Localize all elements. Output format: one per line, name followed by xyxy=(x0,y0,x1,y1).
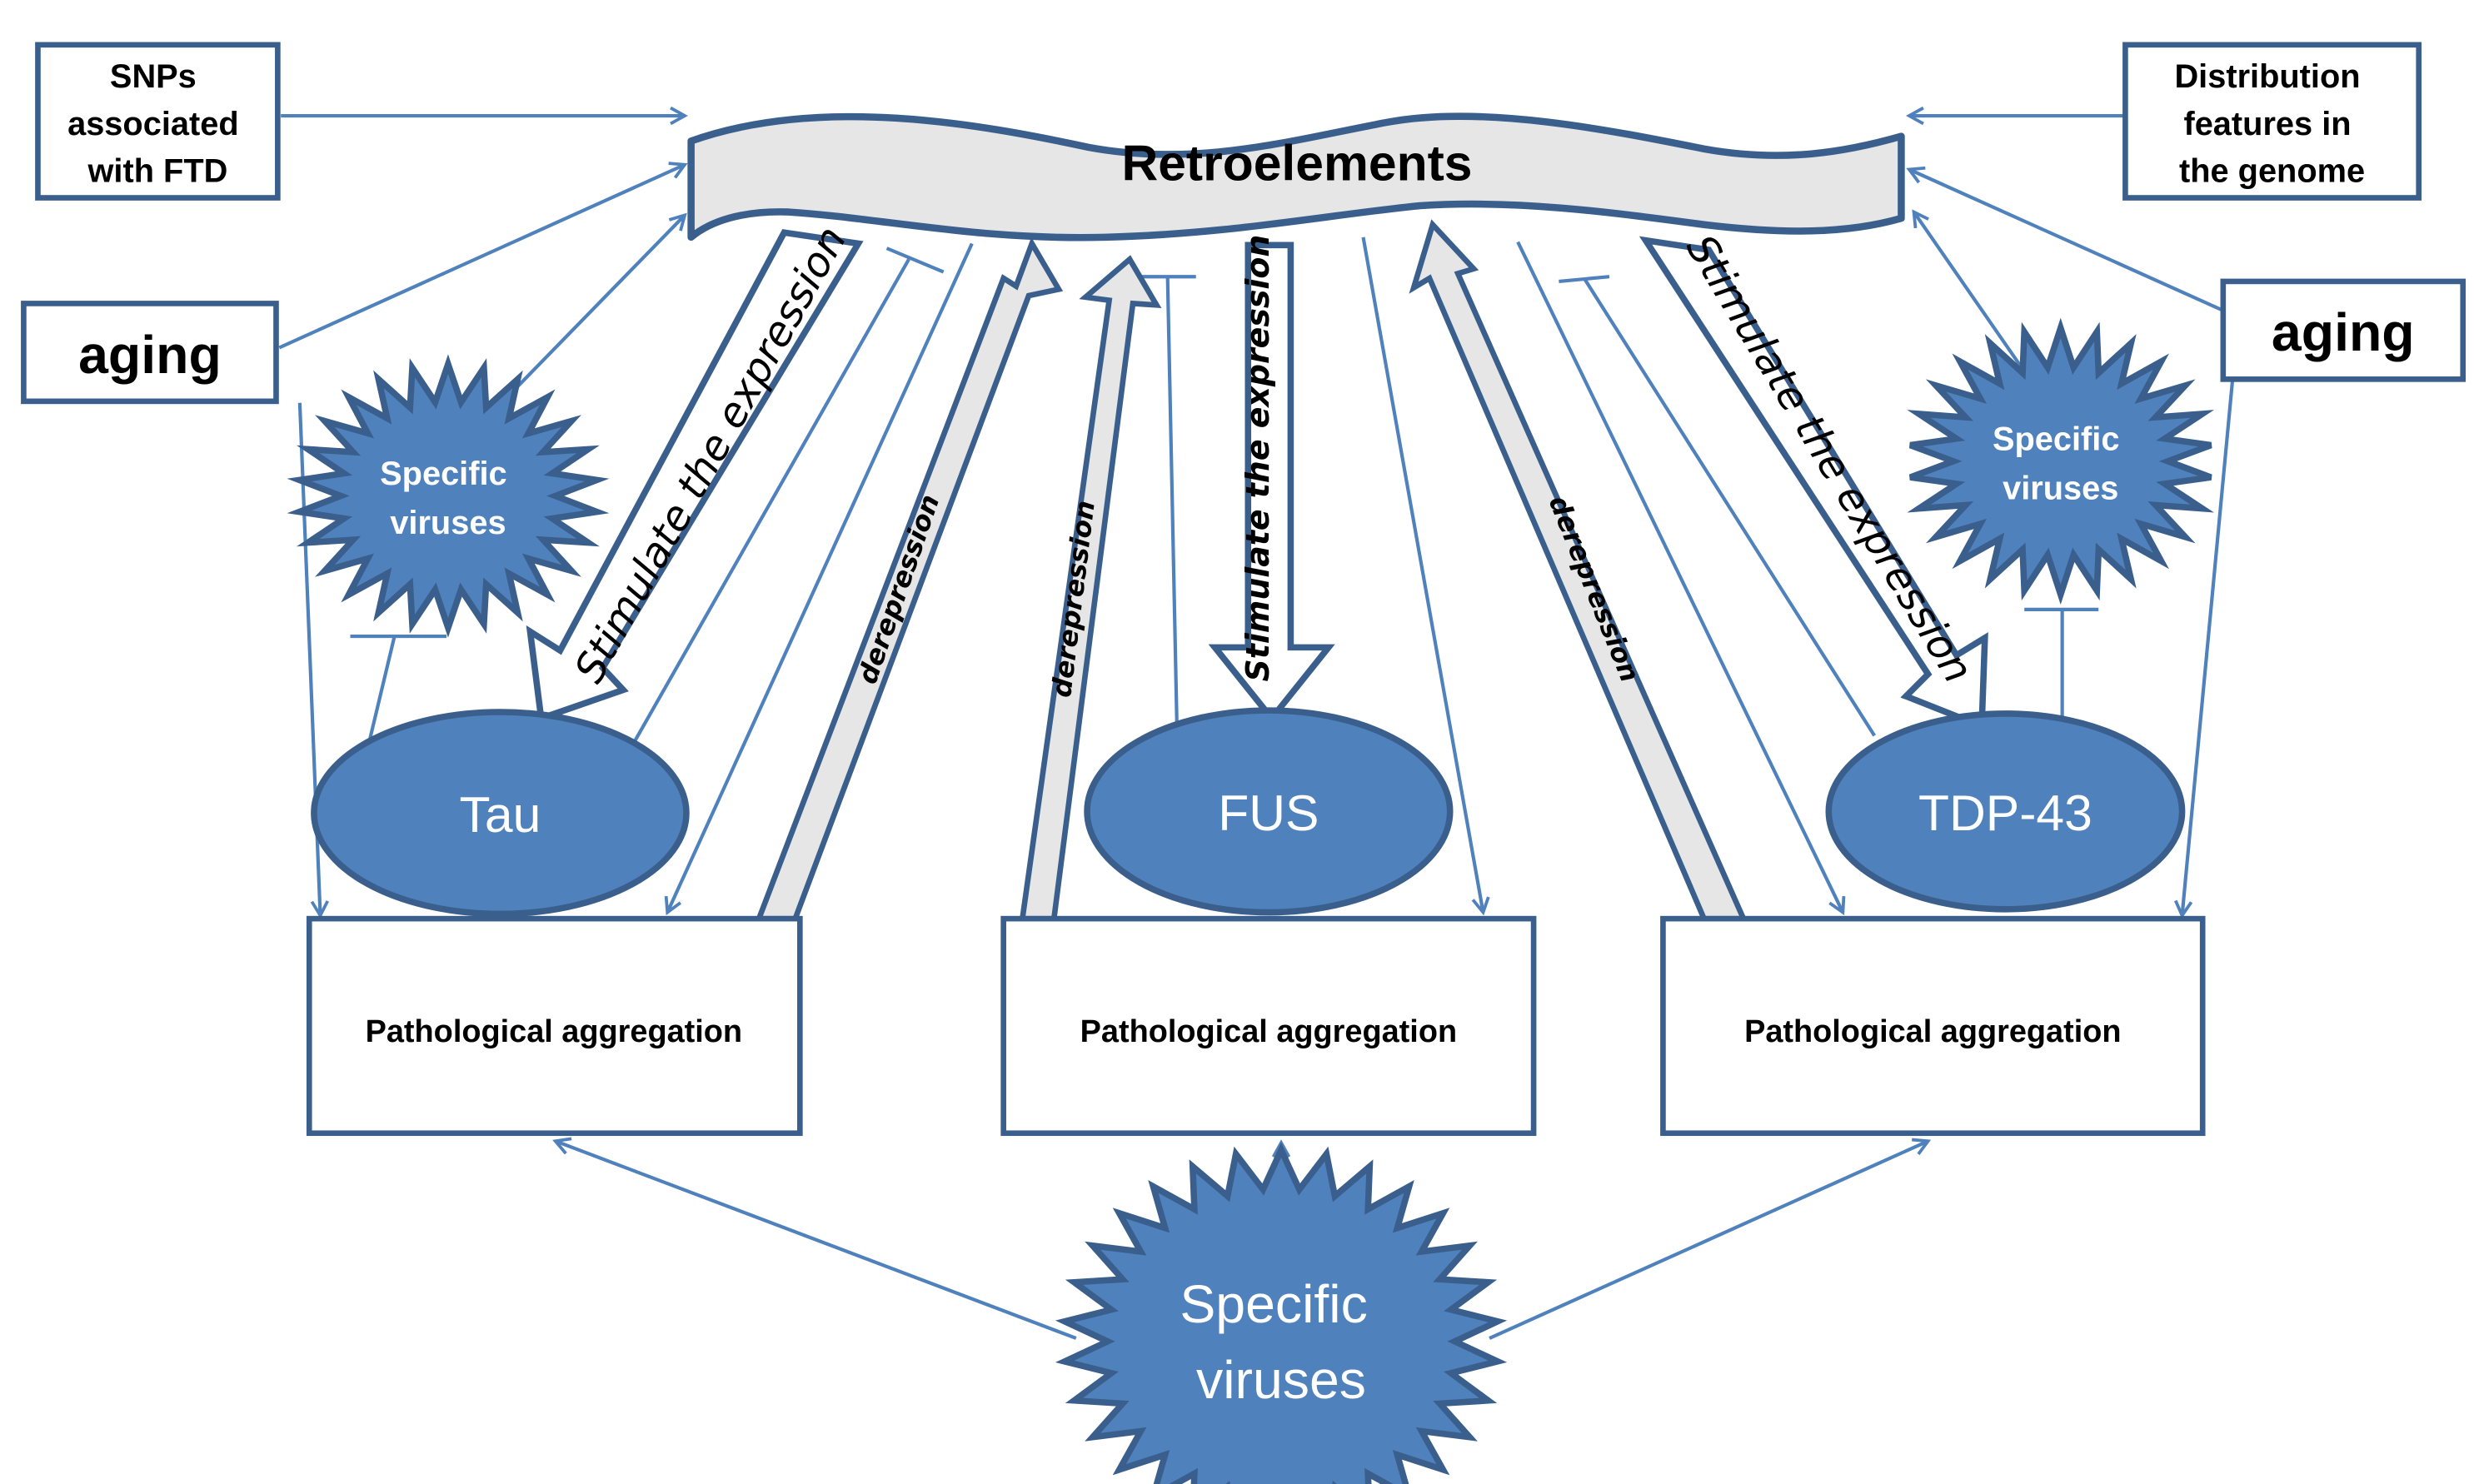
protein-label-fus: FUS xyxy=(1218,784,1319,841)
snps-line-2: associated xyxy=(67,106,239,142)
aggregation-label-tdp43: Pathological aggregation xyxy=(1744,1014,2121,1049)
stimulate-label-tdp: Stimulate the expression xyxy=(1677,227,1983,691)
arrow-aging-left-to-retroelements xyxy=(278,165,685,350)
aging-box-right: aging xyxy=(2220,278,2467,382)
distribution-line-1: Distribution xyxy=(2174,58,2360,95)
virus-right-line-1: Specific xyxy=(1993,421,2120,458)
virus-left-line-2: viruses xyxy=(390,505,506,541)
arrow-aging-right-to-tdp-aggregation xyxy=(2182,379,2235,915)
aggregation-label-fus: Pathological aggregation xyxy=(1080,1014,1457,1049)
retroelements-banner: Retroelements xyxy=(687,112,1905,242)
protein-node-tdp43: TDP-43 xyxy=(1825,710,2186,913)
protein-node-tau: Tau xyxy=(311,709,690,918)
protein-node-fus: FUS xyxy=(1084,707,1454,916)
distribution-line-3: the genome xyxy=(2179,153,2365,190)
retroelements-title: Retroelements xyxy=(1121,135,1472,192)
distribution-line-2: features in xyxy=(2183,106,2351,142)
inhibit-tdp-retroelements xyxy=(1559,275,1876,737)
inhibition-lines xyxy=(350,247,2099,744)
distribution-box: Distribution features in the genome xyxy=(2122,42,2422,201)
inhibit-tau-retroelements xyxy=(632,247,945,744)
svg-text:Specific viruses: Specific viruses xyxy=(1180,1274,1382,1410)
virus-bottom-line-1: Specific xyxy=(1180,1274,1367,1334)
aggregation-box-tdp43: Pathological aggregation xyxy=(1660,915,2206,1137)
snps-line-1: SNPs xyxy=(110,58,197,95)
arrow-bottom-virus-to-tdp-aggregation xyxy=(1489,1141,1928,1340)
aging-left-label: aging xyxy=(78,325,222,385)
derepression-arrow-tau: derepression xyxy=(755,237,1064,922)
protein-label-tdp43: TDP-43 xyxy=(1918,784,2092,841)
virus-bottom-line-2: viruses xyxy=(1196,1350,1366,1410)
svg-text:Specific viruses: Specific viruses xyxy=(1993,421,2129,507)
arrow-bottom-virus-to-tau-aggregation xyxy=(556,1141,1077,1340)
inhibit-tdp-virus-right xyxy=(2024,607,2099,730)
svg-text:SNPs associated wi: SNPs associated with FTD xyxy=(67,58,248,190)
arrow-retro-to-tau-aggregation xyxy=(667,242,974,912)
derepression-arrow-tdp: derepression xyxy=(1409,219,1748,922)
snps-box: SNPs associated with FTD xyxy=(35,42,281,201)
arrow-retro-to-tdp-aggregation xyxy=(1516,241,1843,913)
snps-line-3: with FTD xyxy=(87,153,227,190)
inhibit-tau-virus-left xyxy=(350,635,447,743)
svg-text:Specific viruses: Specific viruses xyxy=(380,456,516,541)
stimulate-arrow-fus: Stimulate the expression xyxy=(1208,235,1335,724)
arrow-retro-to-fus-aggregation xyxy=(1361,237,1484,913)
svg-text:Distribution features in: Distribution features in the genome xyxy=(2174,58,2369,190)
virus-left-line-1: Specific xyxy=(380,456,506,492)
virus-starburst-bottom: Specific viruses xyxy=(1055,1142,1508,1484)
stimulate-arrow-tau: Stimulate the expression xyxy=(526,218,864,723)
arrow-aging-right-to-retroelements xyxy=(1909,169,2222,311)
stimulate-label-fus: Stimulate the expression xyxy=(1239,235,1276,682)
virus-starburst-left: Specific viruses xyxy=(287,354,610,638)
aggregation-box-fus: Pathological aggregation xyxy=(1000,915,1537,1137)
derepression-label-tau: derepression xyxy=(851,491,945,688)
aging-box-left: aging xyxy=(21,301,279,405)
virus-right-line-2: viruses xyxy=(2003,470,2118,506)
arrow-virus-left-to-retroelements xyxy=(496,215,685,409)
protein-label-tau: Tau xyxy=(460,786,541,843)
inhibit-fus-retroelements xyxy=(1139,275,1196,733)
aging-right-label: aging xyxy=(2272,302,2415,362)
stimulate-label-tau: Stimulate the expression xyxy=(565,218,856,690)
aggregation-label-tau: Pathological aggregation xyxy=(366,1014,742,1049)
arrow-virus-right-to-retroelements xyxy=(1914,212,2029,377)
virus-starburst-right: Specific viruses xyxy=(1907,317,2215,605)
aggregation-box-tau: Pathological aggregation xyxy=(306,915,803,1137)
